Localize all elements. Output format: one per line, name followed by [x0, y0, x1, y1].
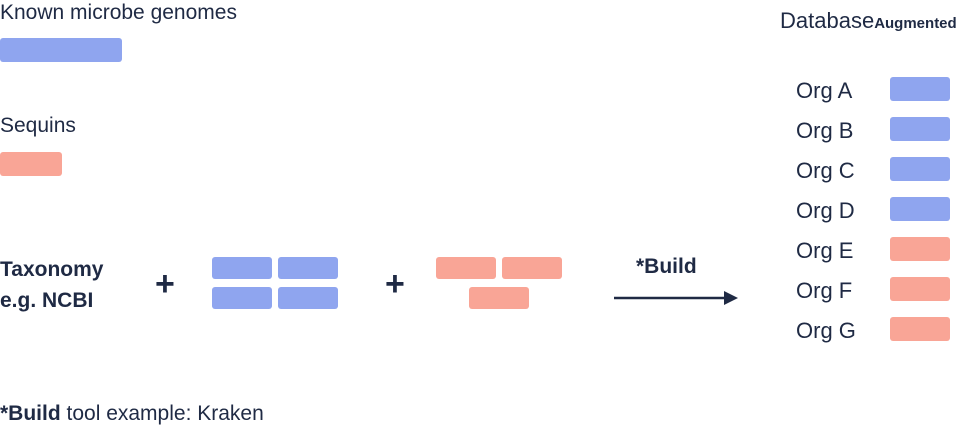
plus-icon: +	[155, 265, 175, 303]
org-label: Org B	[796, 118, 854, 143]
sequin-block	[469, 287, 529, 309]
org-label: Org C	[796, 158, 855, 183]
org-swatch	[890, 157, 950, 181]
sequin-block	[502, 257, 562, 279]
org-row: Org F	[796, 277, 956, 303]
genome-block	[278, 287, 338, 309]
org-swatch	[890, 77, 950, 101]
org-row: Org A	[796, 77, 956, 103]
sequins-legend-label: Sequins	[0, 114, 76, 137]
org-label: Org G	[796, 318, 856, 343]
database-title-main: Database	[780, 8, 875, 33]
footnote: *Build tool example: Kraken	[0, 403, 264, 424]
arrow-right-icon	[614, 291, 738, 305]
org-label: Org F	[796, 278, 853, 303]
org-row: Org D	[796, 197, 956, 223]
genome-block	[212, 257, 272, 279]
org-swatch	[890, 117, 950, 141]
sequin-legend-swatch	[0, 152, 62, 176]
org-row: Org G	[796, 317, 956, 343]
taxonomy-label: Taxonomy	[0, 258, 104, 281]
genome-legend-swatch	[0, 38, 122, 62]
footnote-bold: *Build	[0, 402, 61, 425]
database-title-subtitle: Augmented	[874, 15, 957, 32]
taxonomy-example-label: e.g. NCBI	[0, 289, 94, 312]
build-label: *Build	[636, 255, 697, 278]
org-label: Org D	[796, 198, 855, 223]
genome-block	[278, 257, 338, 279]
org-row: Org B	[796, 117, 956, 143]
sequin-block	[436, 257, 496, 279]
org-label: Org A	[796, 78, 853, 103]
org-row: Org E	[796, 237, 956, 263]
genome-block	[212, 287, 272, 309]
org-swatch	[890, 237, 950, 261]
plus-icon: +	[385, 265, 405, 303]
org-label: Org E	[796, 238, 854, 263]
footnote-text: tool example: Kraken	[60, 402, 264, 425]
org-swatch	[890, 277, 950, 301]
genomes-legend-label: Known microbe genomes	[0, 1, 237, 24]
org-row: Org C	[796, 157, 956, 183]
org-swatch	[890, 317, 950, 341]
org-swatch	[890, 197, 950, 221]
database-title: DatabaseAugmented	[780, 8, 957, 34]
